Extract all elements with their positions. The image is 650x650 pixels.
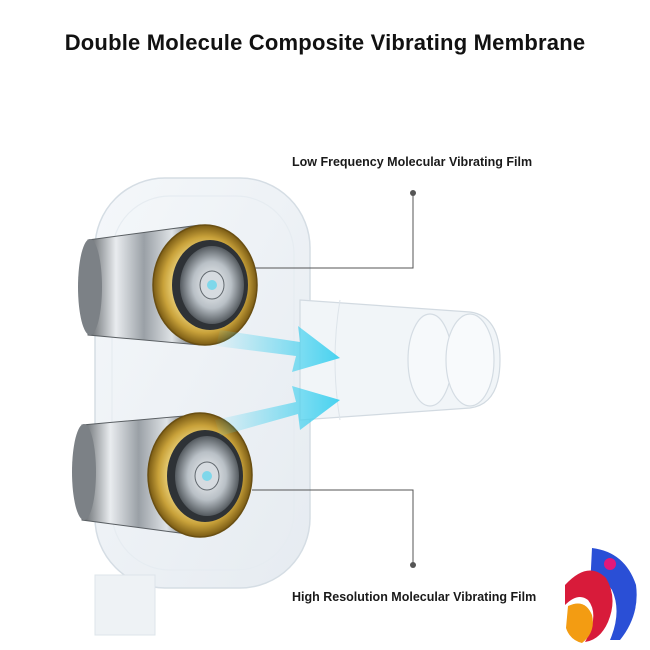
- brand-logo: [565, 548, 637, 643]
- low-frequency-driver: [78, 224, 258, 346]
- sound-flow-arrow-lower: [215, 386, 340, 436]
- callout-high-resolution: High Resolution Molecular Vibrating Film: [292, 590, 537, 604]
- leader-line-high: [252, 489, 416, 568]
- leader-line-low: [255, 190, 416, 269]
- page-title: Double Molecule Composite Vibrating Memb…: [64, 30, 586, 55]
- high-resolution-driver: [72, 412, 253, 538]
- callout-low-frequency: Low Frequency Molecular Vibrating Film: [292, 155, 533, 169]
- sound-flow-arrow-upper: [216, 326, 340, 372]
